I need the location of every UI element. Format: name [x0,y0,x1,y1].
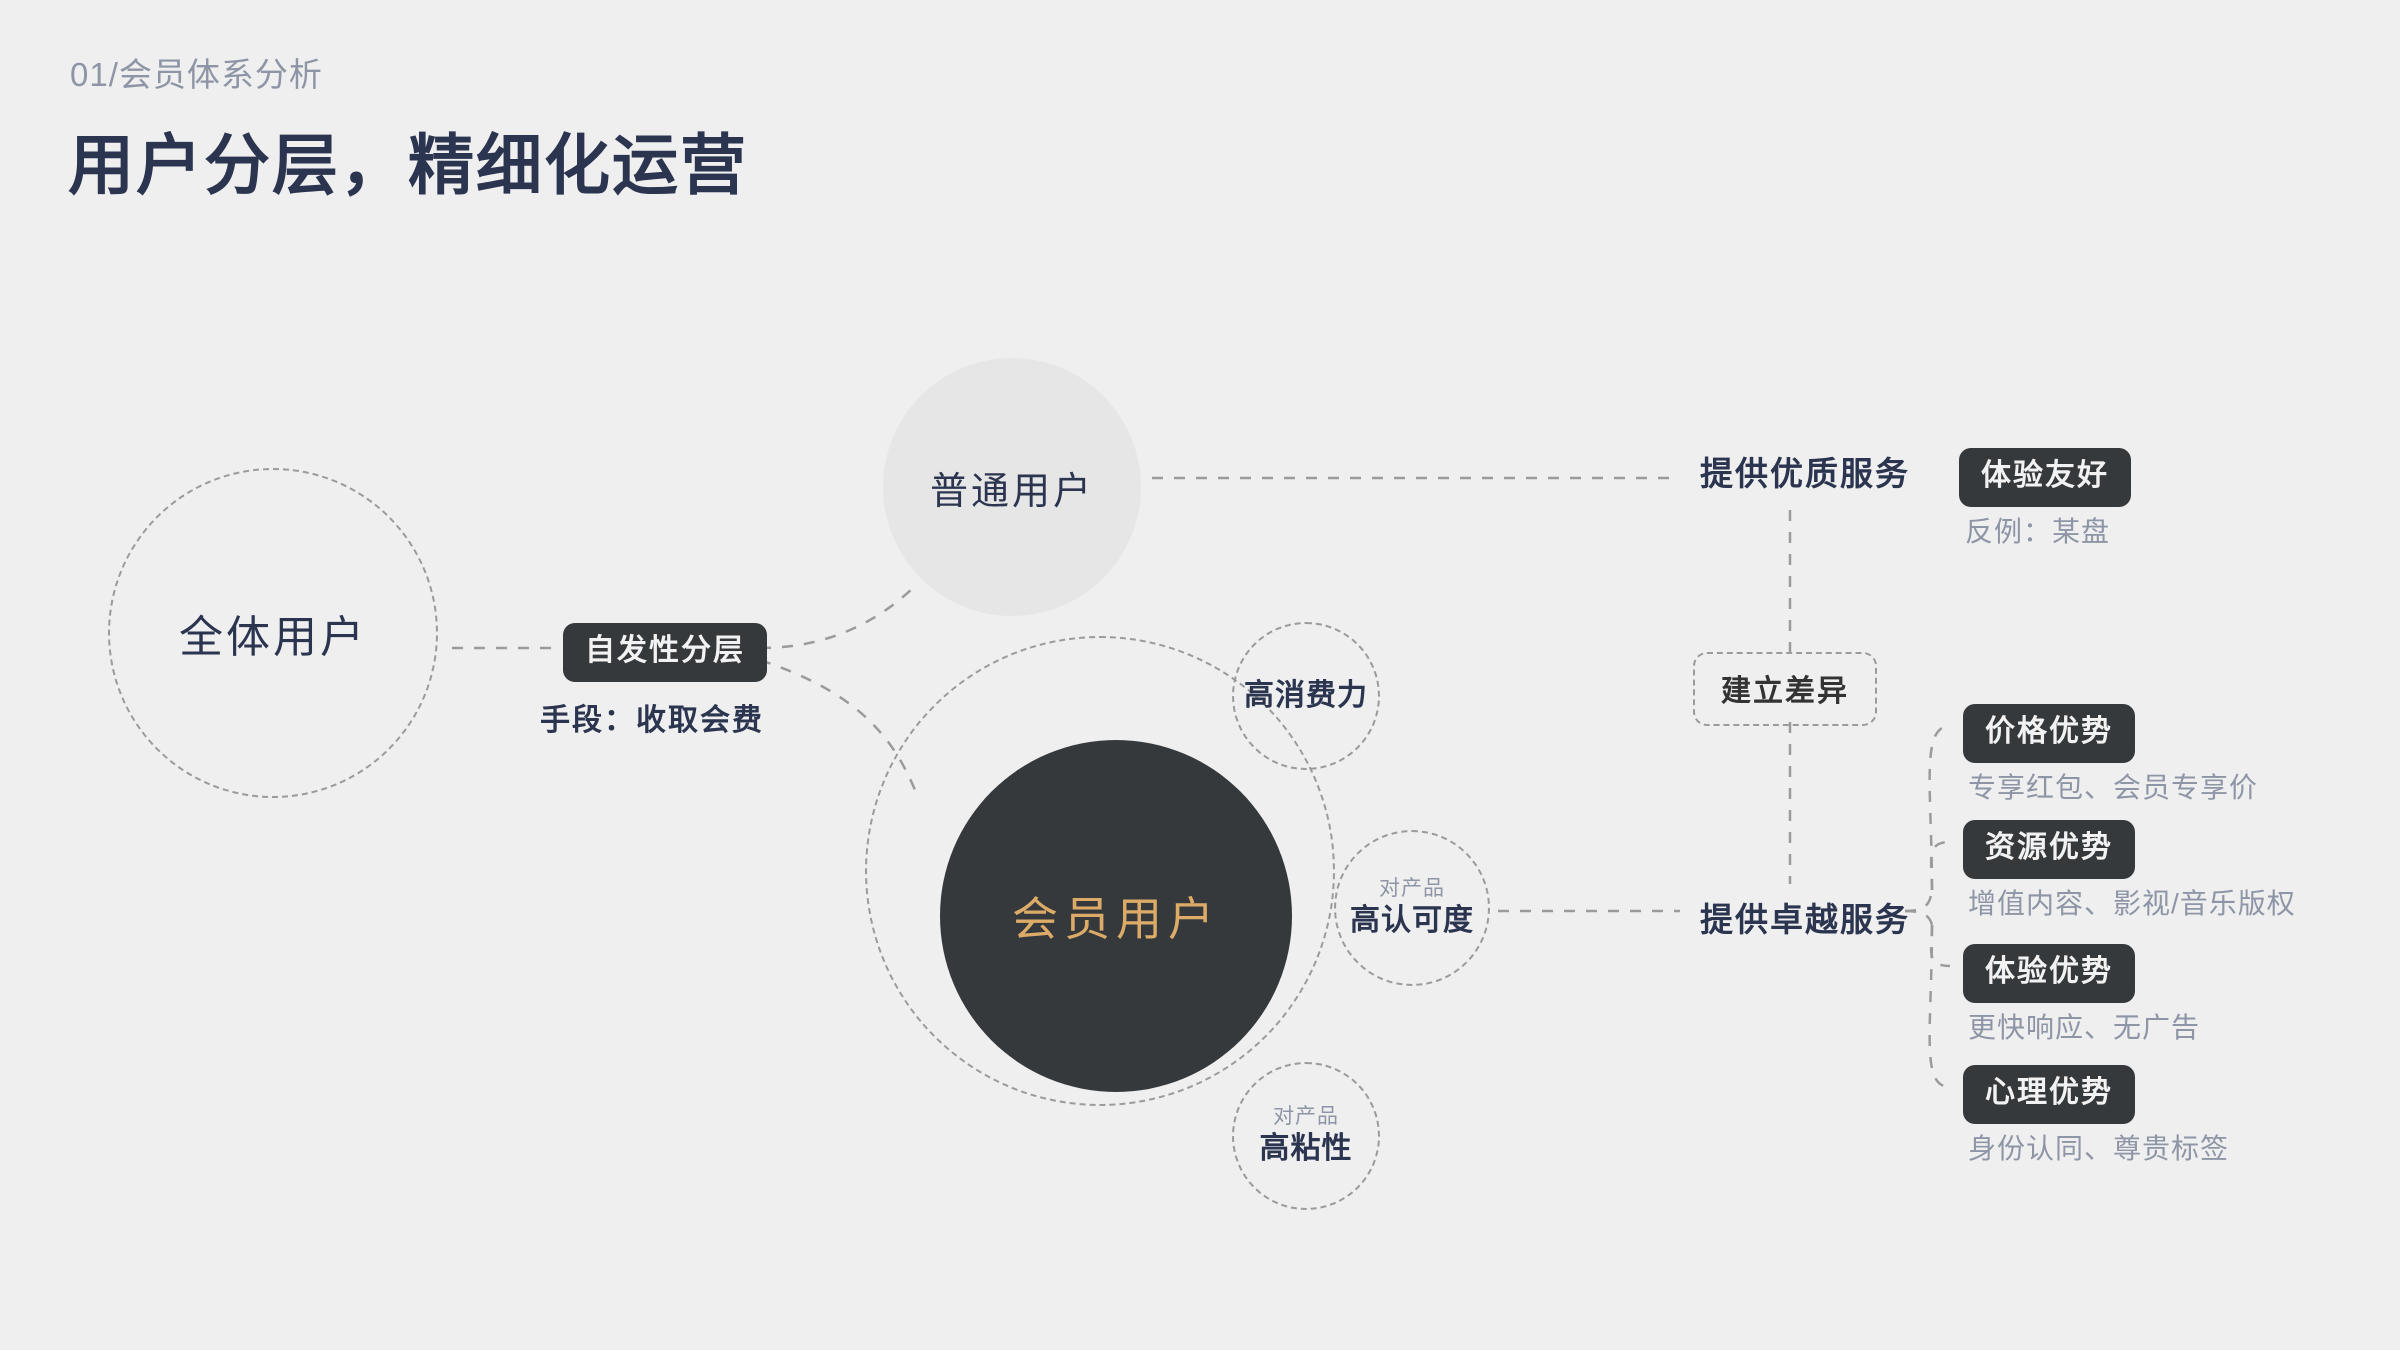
wire-branch-psy [1928,924,1951,1089]
circle-member-users-label: 会员用户 [1012,893,1220,945]
satellite-main-label: 高粘性 [1259,1132,1353,1166]
wire-branch-resource [1929,840,1951,891]
satellite-main-label: 高认可度 [1350,904,1474,938]
wire-branch-price [1928,724,1951,891]
badge-self-tiering[interactable]: 自发性分层 [563,623,767,682]
circle-all-users[interactable]: 全体用户 [108,468,438,798]
circle-member-ring [865,636,1335,1106]
caption-resource-advantage: 增值内容、影视/音乐版权 [1968,888,2296,919]
badge-experience-friendly[interactable]: 体验友好 [1959,448,2131,507]
satellite-sub-label: 对产品 [1379,877,1445,901]
circle-all-users-label: 全体用户 [179,613,367,662]
badge-price-advantage[interactable]: 价格优势 [1963,704,2135,763]
badge-psychological-advantage[interactable]: 心理优势 [1963,1065,2135,1124]
circle-member-users[interactable]: 会员用户 [940,740,1292,1092]
caption-price-advantage: 专享红包、会员专享价 [1968,772,2259,803]
satellite-sub-label: 对产品 [1273,1105,1339,1129]
circle-satellite-stickiness[interactable]: 对产品 高粘性 [1232,1062,1380,1210]
node-quality-service[interactable]: 提供优质服务 [1700,455,1910,492]
box-differentiation[interactable]: 建立差异 [1693,652,1877,726]
circle-normal-users-label: 普通用户 [929,470,1094,513]
badge-experience-advantage[interactable]: 体验优势 [1963,944,2135,1003]
badge-resource-advantage[interactable]: 资源优势 [1963,820,2135,879]
node-excellent-service[interactable]: 提供卓越服务 [1700,901,1910,938]
circle-satellite-approval[interactable]: 对产品 高认可度 [1334,830,1490,986]
page-title: 用户分层，精细化运营 [68,128,748,202]
circle-normal-users[interactable]: 普通用户 [883,358,1141,616]
caption-experience-advantage: 更快响应、无广告 [1968,1012,2201,1043]
section-eyebrow: 01/会员体系分析 [70,56,323,93]
wire-tier-to-normal [759,585,916,650]
wire-branch-exp [1929,924,1951,968]
caption-self-tiering: 手段：收取会费 [540,704,764,737]
satellite-main-label: 高消费力 [1244,679,1368,713]
caption-experience-friendly: 反例：某盘 [1965,516,2111,547]
caption-psychological-advantage: 身份认同、尊贵标签 [1968,1133,2230,1164]
circle-satellite-spending[interactable]: 高消费力 [1232,622,1380,770]
